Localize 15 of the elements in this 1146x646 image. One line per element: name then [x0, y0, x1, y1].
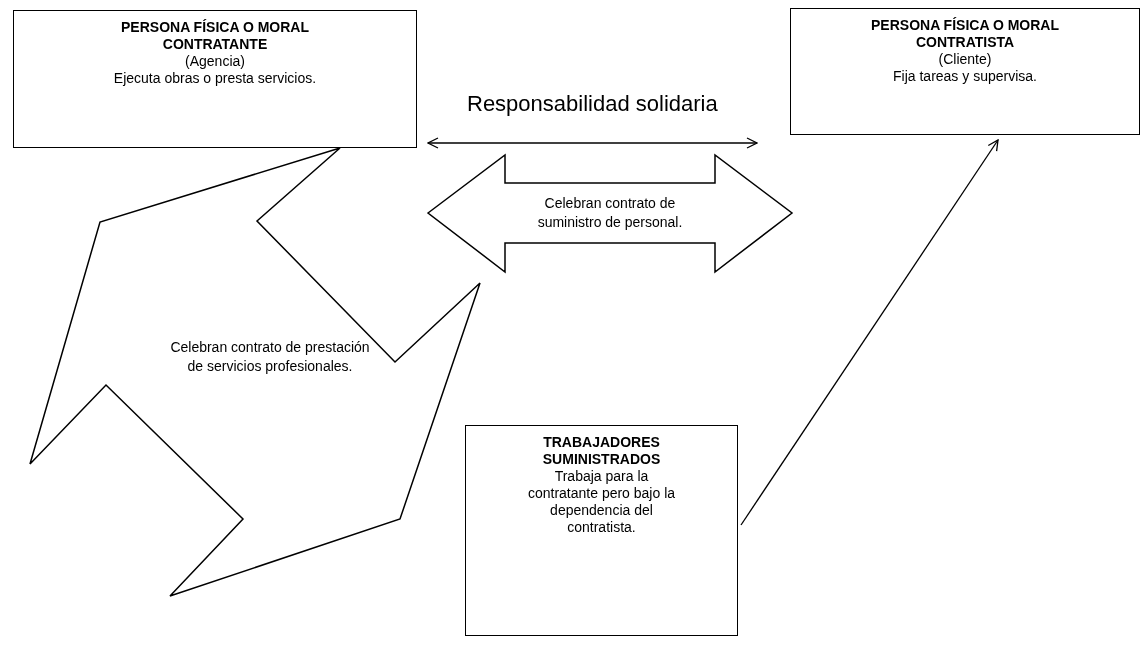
box-text: Trabaja para la contratante pero bajo la dependencia del contratista.: [526, 468, 677, 536]
process-box: [13, 10, 417, 148]
shape-text: Celebran contrato de suministro de personal.: [536, 194, 684, 232]
arrow: [740, 139, 999, 526]
box-text: (Cliente): [937, 51, 993, 68]
process-box: [790, 8, 1140, 135]
box-heading: PERSONA FÍSICA O MORAL CONTRATISTA: [870, 17, 1060, 51]
shape-text: Celebran contrato de prestación de servicios profesionales.: [170, 338, 370, 376]
box-text: (Agencia): [184, 53, 246, 70]
box-heading: TRABAJADORES SUMINISTRADOS: [541, 434, 662, 468]
process-box: [465, 425, 738, 636]
double-arrow: [427, 137, 758, 149]
box-heading: PERSONA FÍSICA O MORAL CONTRATANTE: [120, 19, 310, 53]
box-text: Fija tareas y supervisa.: [892, 68, 1038, 85]
box-text: Ejecuta obras o presta servicios.: [112, 70, 318, 87]
